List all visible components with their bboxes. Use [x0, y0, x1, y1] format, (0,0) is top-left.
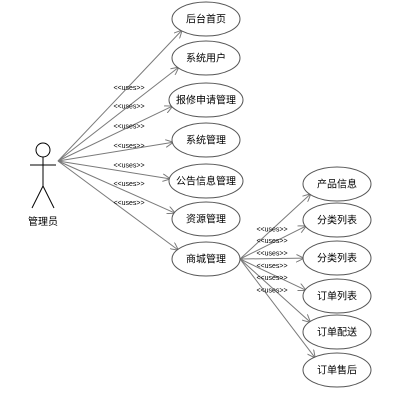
- relation-lines: [57, 31, 315, 357]
- use-case-label: 后台首页: [186, 13, 226, 26]
- uses-label-orders: <<uses>>: [256, 263, 287, 270]
- actor-head: [35, 142, 51, 158]
- use-case-ellipse: [302, 314, 372, 350]
- uses-label-resource: <<uses>>: [113, 181, 144, 188]
- use-case-cat2: 分类列表: [302, 240, 372, 276]
- use-case-ellipse: [171, 1, 241, 37]
- actor-right-leg: [42, 185, 55, 209]
- stereotype-labels: <<uses>> <<uses>> <<uses>> <<uses>> <<uses>>…: [113, 85, 287, 295]
- use-case-label: 订单配送: [317, 326, 357, 339]
- relation-line-repair: [57, 106, 172, 162]
- use-case-ellipse: [168, 82, 244, 118]
- use-case-ellipse: [171, 241, 241, 277]
- uses-label-product: <<uses>>: [256, 226, 287, 233]
- actor-left-leg: [31, 185, 44, 209]
- uses-label-home: <<uses>>: [113, 85, 144, 92]
- use-case-delivery: 订单配送: [302, 314, 372, 350]
- relation-line-notice: [57, 160, 169, 179]
- use-case-label: 公告信息管理: [176, 175, 236, 188]
- actor-admin: 管理员: [28, 142, 58, 228]
- use-case-aftersale: 订单售后: [302, 352, 372, 388]
- uses-label-repair: <<uses>>: [113, 124, 144, 131]
- use-case-resource: 资源管理: [171, 201, 241, 237]
- uses-label-mall: <<uses>>: [113, 200, 144, 207]
- use-case-ellipse: [302, 240, 372, 276]
- use-case-label: 分类列表: [317, 214, 357, 227]
- use-case-ellipse: [302, 166, 372, 202]
- use-case-label: 分类列表: [317, 252, 357, 265]
- uses-label-cat1: <<uses>>: [256, 238, 287, 245]
- use-case-ellipse: [302, 202, 372, 238]
- use-case-label: 系统管理: [186, 134, 226, 147]
- uses-label-aftersale: <<uses>>: [256, 288, 287, 295]
- use-case-label: 系统用户: [186, 52, 226, 65]
- relation-line-cat1: [239, 226, 305, 260]
- relation-line-resource: [57, 160, 174, 213]
- use-case-ellipse: [302, 352, 372, 388]
- use-case-cat1: 分类列表: [302, 202, 372, 238]
- use-case-label: 订单列表: [317, 290, 357, 303]
- use-case-sysmgmt: 系统管理: [171, 122, 241, 158]
- use-case-repair: 报修申请管理: [168, 82, 244, 118]
- relation-line-cat2: [239, 258, 303, 259]
- actor-label: 管理员: [28, 215, 58, 228]
- use-case-label: 资源管理: [186, 213, 226, 226]
- use-case-label: 报修申请管理: [176, 94, 236, 107]
- use-case-label: 产品信息: [317, 178, 357, 191]
- relation-line-home: [57, 31, 181, 162]
- use-case-sysuser: 系统用户: [171, 40, 241, 76]
- use-case-notice: 公告信息管理: [168, 163, 244, 199]
- use-case-ellipse: [171, 201, 241, 237]
- relation-line-sysmgmt: [57, 142, 172, 162]
- use-case-ellipse: [302, 278, 372, 314]
- relation-line-product: [239, 194, 310, 260]
- relation-line-sysuser: [57, 68, 178, 162]
- relation-line-mall: [57, 160, 178, 250]
- use-case-home: 后台首页: [171, 1, 241, 37]
- relation-line-delivery: [239, 258, 310, 322]
- use-case-orders: 订单列表: [302, 278, 372, 314]
- uses-label-cat2: <<uses>>: [256, 251, 287, 258]
- relation-line-aftersale: [239, 258, 315, 357]
- use-case-ellipse: [168, 163, 244, 199]
- use-case-label: 订单售后: [317, 364, 357, 377]
- uses-label-sysuser: <<uses>>: [113, 104, 144, 111]
- uses-label-delivery: <<uses>>: [256, 275, 287, 282]
- uses-label-notice: <<uses>>: [113, 163, 144, 170]
- uses-label-sysmgmt: <<uses>>: [113, 143, 144, 150]
- use-case-label: 商城管理: [186, 253, 226, 266]
- use-case-mall: 商城管理: [171, 241, 241, 277]
- use-case-product: 产品信息: [302, 166, 372, 202]
- use-case-ellipse: [171, 122, 241, 158]
- use-case-ellipse: [171, 40, 241, 76]
- relation-line-orders: [239, 258, 305, 290]
